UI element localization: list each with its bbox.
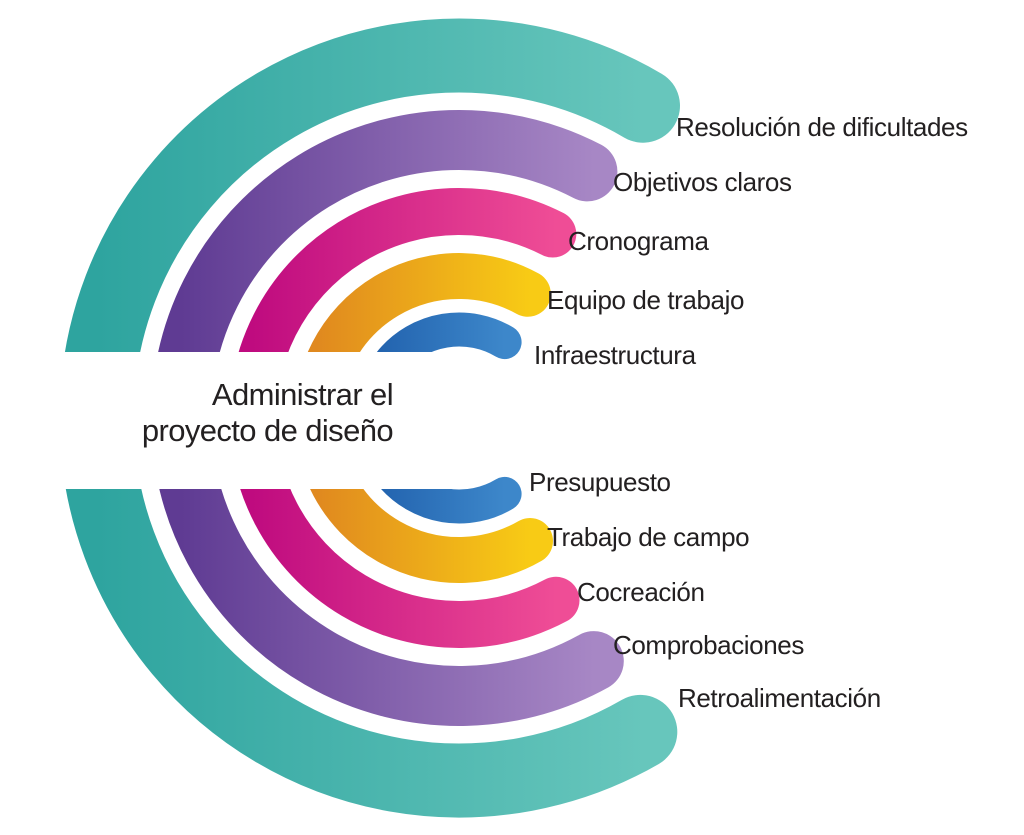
label-objetivos-claros: Objetivos claros [613, 167, 792, 197]
center-band-mask [0, 352, 468, 489]
center-title-line2: proyecto de diseño [141, 413, 394, 448]
label-trabajo-de-campo: Trabajo de campo [547, 522, 750, 552]
center-title-line1: Administrar el [211, 377, 394, 412]
center-title: Administrar el proyecto de diseño [141, 377, 394, 449]
label-cronograma: Cronograma [568, 226, 709, 256]
label-infraestructura: Infraestructura [534, 340, 696, 370]
label-equipo-de-trabajo: Equipo de trabajo [547, 285, 745, 315]
label-presupuesto: Presupuesto [529, 467, 671, 497]
label-cocreacion: Cocreación [577, 577, 705, 607]
label-resolucion-de-dificultades: Resolución de dificultades [676, 112, 968, 142]
label-retroalimentacion: Retroalimentación [678, 683, 881, 713]
label-comprobaciones: Comprobaciones [613, 630, 804, 660]
